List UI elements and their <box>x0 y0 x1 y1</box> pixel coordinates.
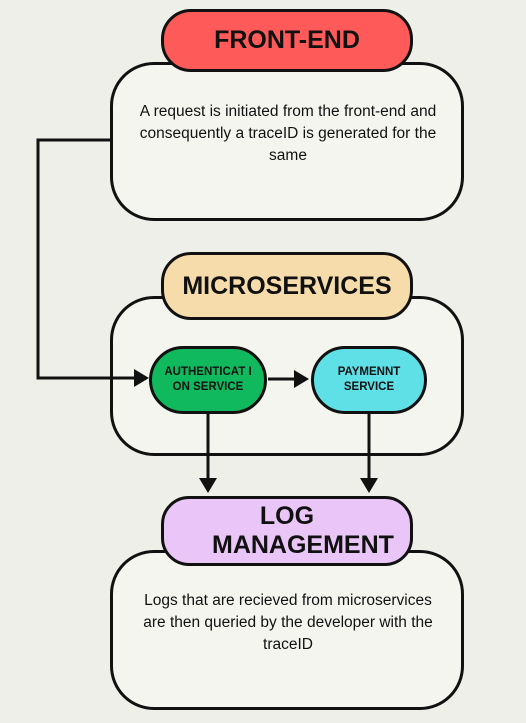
payment-service-node: PAYMENNT SERVICE <box>311 346 427 414</box>
authentication-service-label: AUTHENTICAT ION SERVICE <box>164 366 252 393</box>
microservices-title-text: MICROSERVICES <box>182 271 392 300</box>
frontend-description: A request is initiated from the front-en… <box>139 103 437 164</box>
log-management-panel <box>110 550 464 710</box>
frontend-title: FRONT-END <box>161 9 413 72</box>
log-management-title-text: LOG MANAGEMENT <box>212 502 394 559</box>
log-management-description: Logs that are recieved from microservice… <box>143 592 433 653</box>
microservices-title: MICROSERVICES <box>161 252 413 320</box>
log-management-title: LOG MANAGEMENT <box>161 496 413 566</box>
frontend-title-text: FRONT-END <box>214 26 360 54</box>
authentication-service-node: AUTHENTICAT ION SERVICE <box>149 346 267 414</box>
frontend-to-auth-arrow <box>36 138 149 387</box>
payment-service-label: PAYMENNT SERVICE <box>337 366 401 393</box>
